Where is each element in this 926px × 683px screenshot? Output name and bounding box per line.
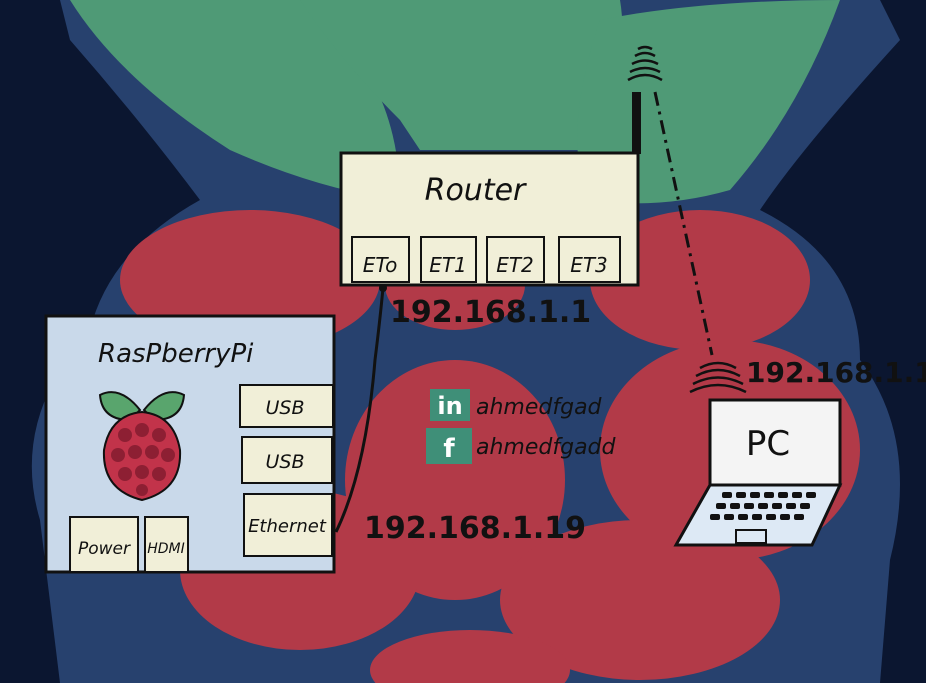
pi-usb-port-1: USB — [239, 384, 334, 428]
router-port-label: ET2 — [496, 253, 534, 277]
router-title: Router — [425, 173, 527, 208]
router-port-label: ET3 — [570, 253, 608, 277]
router-antenna — [632, 92, 641, 154]
port-label: USB — [265, 451, 304, 473]
link-endpoint — [379, 284, 387, 292]
pi-power-port: Power — [69, 516, 139, 573]
right-leaf-shape — [577, 0, 840, 204]
left-leaf-shape — [70, 0, 400, 200]
port-label: Ethernet — [248, 516, 327, 537]
router-box: Router ETo ET1 ET2 ET3 — [339, 151, 640, 287]
raspberry-pi-board: RasPberryPi USB USB Ethernet — [44, 314, 336, 574]
router-port-et0: ETo — [351, 236, 410, 283]
keyboard-keys — [710, 492, 816, 520]
router-port-label: ET1 — [429, 253, 467, 277]
pi-hdmi-port: HDMI — [144, 516, 189, 573]
berry-lobe — [590, 210, 810, 350]
router-port-et3: ET3 — [558, 236, 621, 283]
pi-usb-port-2: USB — [241, 436, 333, 484]
linkedin-icon — [430, 389, 470, 421]
facebook-icon — [426, 428, 472, 464]
linkedin-badge-text: in — [437, 392, 462, 420]
ethernet-cable-link — [334, 287, 385, 533]
pi-ethernet-port: Ethernet — [243, 493, 333, 557]
berry-lobe — [500, 520, 780, 680]
center-leaf-shape — [300, 0, 623, 150]
touchpad — [735, 529, 767, 544]
raspberry-logo-icon — [98, 391, 186, 502]
port-label: Power — [78, 539, 131, 559]
pc-title: PC — [746, 424, 790, 464]
pi-ip-label: 192.168.1.19 — [364, 511, 586, 546]
pi-title: RasPberryPi — [98, 339, 254, 369]
router-port-et1: ET1 — [420, 236, 477, 283]
port-label: HDMI — [147, 541, 185, 557]
linkedin-handle: ahmedfgad — [476, 395, 603, 420]
router-port-et2: ET2 — [486, 236, 545, 283]
facebook-handle: ahmedfgadd — [476, 435, 617, 460]
laptop-icon: PC — [673, 398, 843, 547]
wireless-link — [653, 91, 714, 356]
facebook-row: f ahmedfgadd — [426, 428, 617, 464]
router-port-label: ETo — [363, 253, 398, 277]
port-label: USB — [265, 397, 304, 419]
berry-lobe — [370, 630, 570, 683]
router-wifi-icon — [627, 45, 663, 82]
router-ip-label: 192.168.1.1 — [390, 295, 591, 330]
facebook-badge-text: f — [443, 434, 455, 464]
pc-ip-label: 192.168.1.18 — [746, 356, 926, 389]
linkedin-row: in ahmedfgad — [430, 389, 603, 421]
pc-wifi-icon — [689, 361, 747, 394]
